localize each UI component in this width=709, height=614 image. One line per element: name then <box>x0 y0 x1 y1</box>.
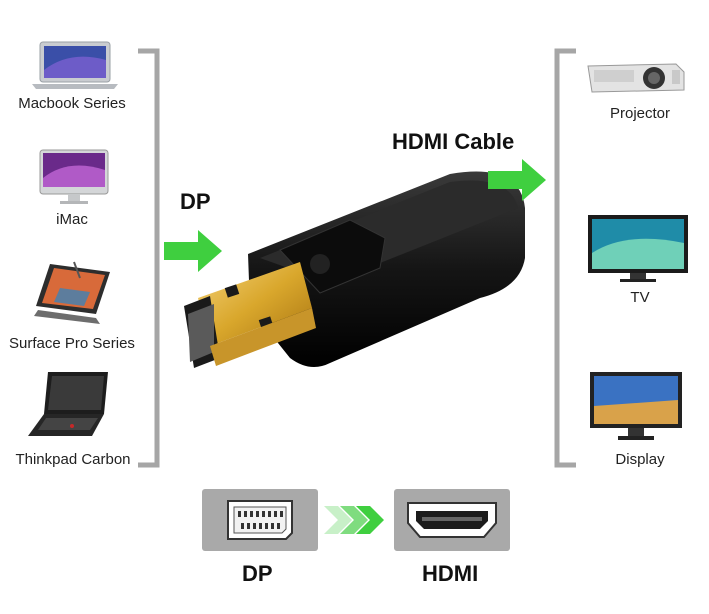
bottom-dp-label: DP <box>242 561 273 586</box>
hdmi-port-panel <box>394 489 510 551</box>
output-arrow-icon <box>488 158 548 202</box>
target-tv <box>586 213 690 283</box>
source-label-imac: iMac <box>56 211 88 228</box>
dp-to-hdmi-adapter <box>180 168 530 378</box>
source-surface <box>30 258 120 326</box>
hdmi-port-icon <box>407 502 497 538</box>
source-macbook <box>30 40 120 90</box>
target-label-display: Display <box>615 451 665 468</box>
source-imac <box>38 148 110 206</box>
target-label-tv: TV <box>630 289 650 306</box>
bottom-hdmi-label: HDMI <box>422 561 479 586</box>
source-thinkpad <box>26 368 116 440</box>
target-display <box>588 370 684 442</box>
desktop-icon <box>39 149 109 204</box>
dp-port-icon <box>227 500 293 540</box>
source-label-macbook: Macbook Series <box>18 95 126 112</box>
input-label: DP <box>180 189 211 214</box>
output-label: HDMI Cable <box>392 129 515 154</box>
target-label-projector: Projector <box>609 105 671 122</box>
projector-icon <box>587 63 685 93</box>
tv-icon <box>588 215 688 282</box>
target-projector <box>584 56 688 100</box>
laptop-icon <box>32 41 118 89</box>
chevron-arrows-icon <box>318 500 388 540</box>
dp-port-panel <box>202 489 318 551</box>
source-label-surface: Surface Pro Series <box>9 335 135 352</box>
tablet-icon <box>34 261 110 324</box>
right-bracket <box>548 48 584 468</box>
input-arrow-icon <box>164 228 224 274</box>
monitor-icon <box>590 372 682 440</box>
adapter-icon <box>184 171 525 368</box>
laptop-icon <box>28 372 108 436</box>
left-bracket <box>130 48 166 468</box>
source-label-thinkpad: Thinkpad Carbon <box>15 451 131 468</box>
